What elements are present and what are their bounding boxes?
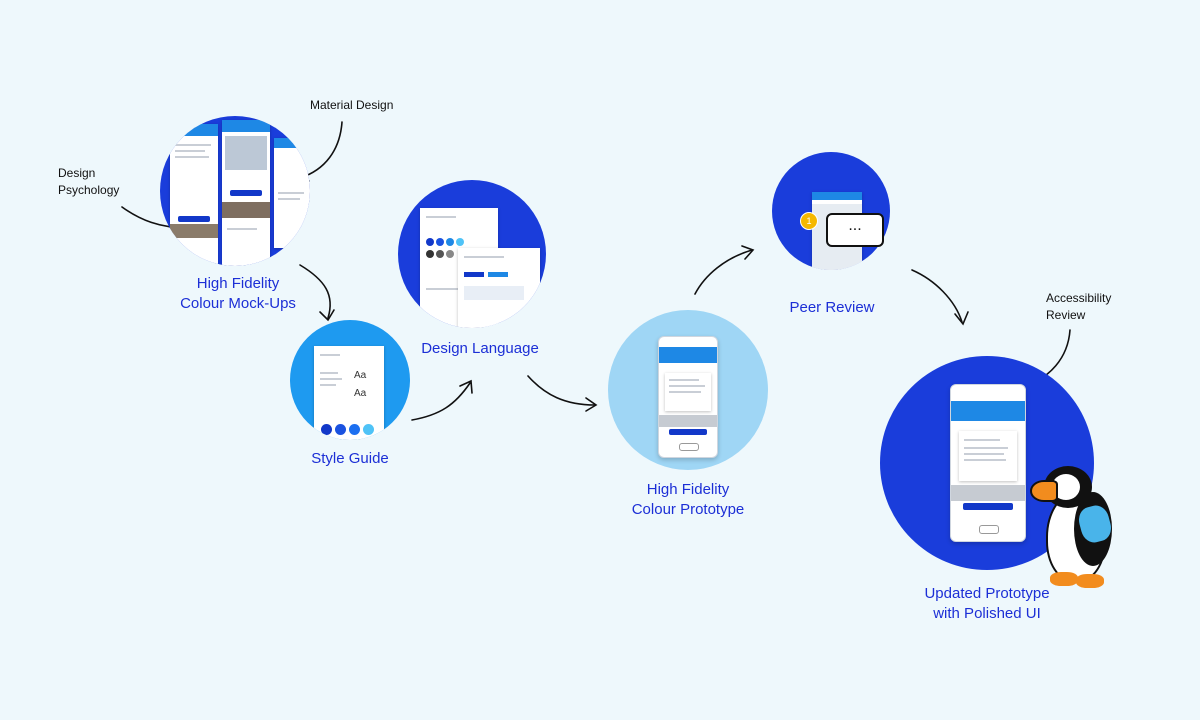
updated-prototype-circle bbox=[880, 356, 1094, 570]
mockup-screen-1 bbox=[170, 124, 218, 264]
style-guide-circle: Aa Aa bbox=[290, 320, 410, 440]
swatch-1 bbox=[321, 424, 332, 435]
peer-review-label: Peer Review bbox=[789, 299, 875, 316]
swatch-4 bbox=[363, 424, 374, 435]
design-psychology-annotation: Design Psychology bbox=[58, 166, 120, 197]
arrow-prototype-to-peer bbox=[694, 249, 753, 295]
peer-review-badge: 1 bbox=[800, 212, 818, 230]
style-guide-label: Style Guide bbox=[311, 450, 389, 467]
arrow-language-to-prototype bbox=[527, 375, 596, 406]
design-language-label: Design Language bbox=[421, 340, 539, 357]
swatch-3 bbox=[349, 424, 360, 435]
accessibility-review-annotation: Accessibility Review bbox=[1046, 291, 1112, 322]
material-design-annotation: Material Design bbox=[310, 98, 394, 112]
prototype-label: High Fidelity Colour Prototype bbox=[631, 481, 745, 518]
mockup-screen-3 bbox=[274, 138, 310, 248]
swatch-2 bbox=[335, 424, 346, 435]
mockup-screen-2 bbox=[222, 120, 270, 266]
arrow-peer-to-updated bbox=[911, 269, 963, 323]
prototype-phone bbox=[658, 336, 718, 458]
design-language-sheet-2 bbox=[458, 248, 540, 328]
puffin-mascot bbox=[1030, 462, 1120, 592]
updated-prototype-phone bbox=[950, 384, 1026, 542]
design-language-circle bbox=[398, 180, 546, 328]
peer-review-speech-bubble: ... bbox=[826, 213, 884, 247]
peer-review-circle bbox=[772, 152, 890, 270]
prototype-circle bbox=[608, 310, 768, 470]
updated-prototype-label: Updated Prototype with Polished UI bbox=[924, 585, 1050, 622]
mockups-label: High Fidelity Colour Mock-Ups bbox=[180, 275, 296, 312]
mockups-circle bbox=[160, 116, 310, 266]
arrow-styleguide-to-language bbox=[411, 382, 471, 421]
arrow-mockups-to-styleguide bbox=[299, 264, 331, 319]
